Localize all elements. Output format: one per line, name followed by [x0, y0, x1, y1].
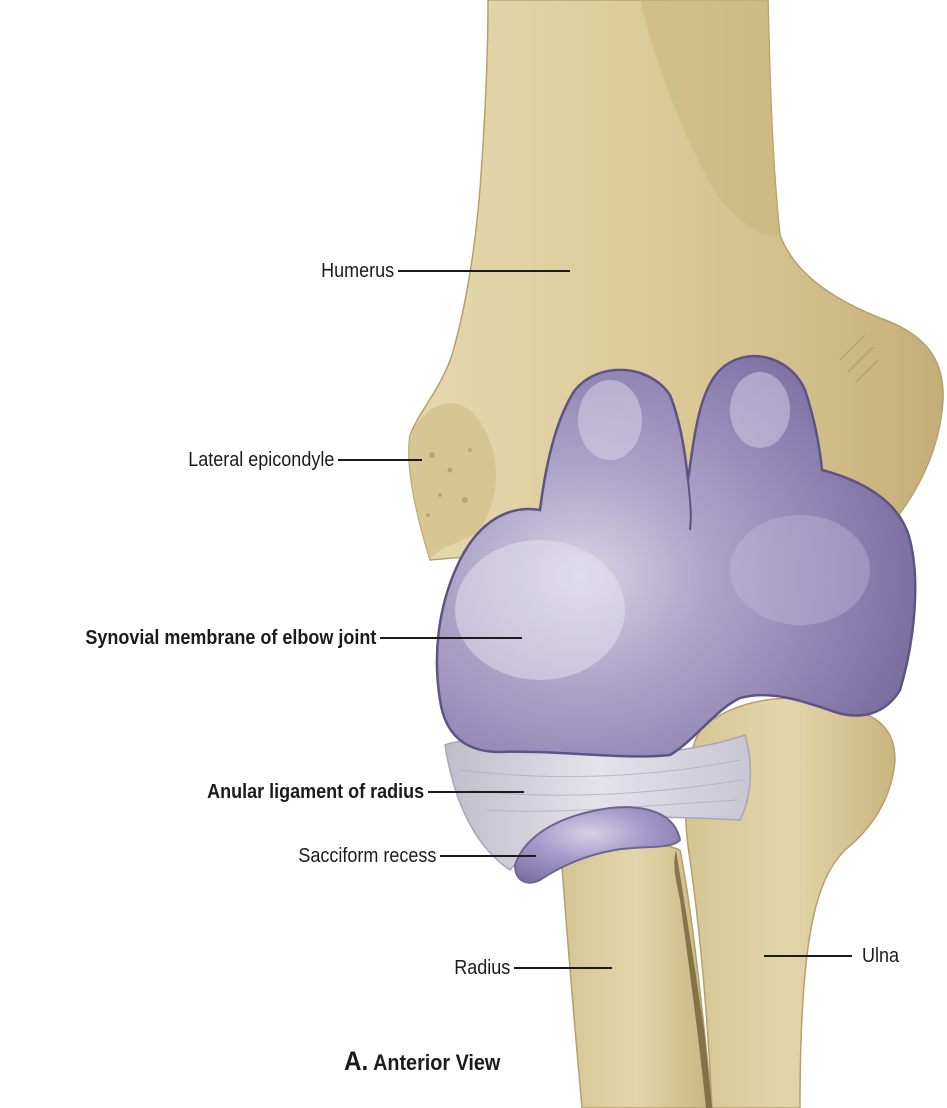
label-sacciform-recess: Sacciform recess — [298, 844, 436, 868]
label-synovial-membrane: Synovial membrane of elbow joint — [85, 626, 376, 650]
label-humerus: Humerus — [321, 259, 394, 283]
label-ulna: Ulna — [862, 944, 899, 968]
label-lateral-epicondyle: Lateral epicondyle — [188, 448, 334, 472]
label-anular-ligament: Anular ligament of radius — [207, 780, 424, 804]
caption-text: Anterior View — [373, 1050, 500, 1075]
label-radius: Radius — [454, 956, 510, 980]
figure-caption: A. Anterior View — [344, 1046, 500, 1077]
radius-shape — [560, 838, 712, 1108]
caption-letter: A. — [344, 1046, 368, 1076]
